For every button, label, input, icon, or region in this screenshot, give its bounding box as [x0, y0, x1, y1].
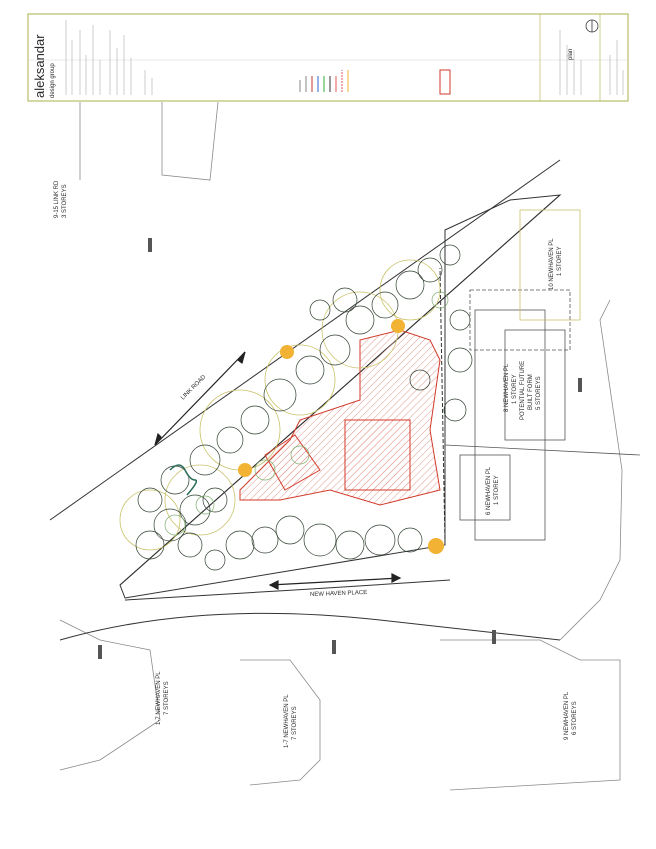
tree-canopy	[335, 530, 365, 560]
new-haven-place-label: NEW HAVEN PLACE	[310, 590, 367, 598]
retained-tree	[195, 495, 215, 515]
tree-canopy	[216, 426, 244, 454]
tree-canopy	[251, 526, 279, 554]
newhaven-1-7b-name: 1-7 NEWHAVEN PL	[284, 694, 290, 748]
newhaven-6-name: 6 NEWHAVEN PL	[486, 466, 492, 515]
newhaven-6-storeys: 1 STOREY	[494, 475, 500, 505]
tree-canopy	[275, 515, 305, 545]
legend	[299, 69, 451, 95]
newhaven-10-name: 10 NEWHAVEN PL	[549, 238, 555, 290]
potential-line2: BUILT FORM	[528, 374, 534, 410]
tree-canopy	[225, 530, 255, 560]
link-rd-storeys: 3 STOREYS	[62, 184, 68, 218]
retained-tree	[254, 459, 276, 481]
newhaven-8-name: 8 NEWHAVEN PL	[504, 363, 510, 412]
tree-canopy	[135, 530, 165, 560]
new-haven-arrow	[268, 573, 402, 590]
neighbour-lot-outlines	[59, 101, 623, 791]
tree-canopy	[417, 257, 443, 283]
adjacent-lots	[444, 209, 641, 541]
newhaven-10-storeys: 1 STOREY	[557, 246, 563, 276]
tree-canopy	[189, 444, 221, 476]
tree-canopy	[395, 270, 425, 300]
tree-canopy	[332, 287, 358, 313]
link-road-label: LINK ROAD	[180, 374, 208, 402]
tree-canopy	[345, 305, 375, 335]
tree-canopy	[447, 347, 473, 373]
tree-canopy	[371, 291, 399, 319]
tree-canopy	[443, 398, 467, 422]
retained-tree	[290, 445, 310, 465]
retained-trees	[164, 291, 449, 536]
highlight-trees	[238, 319, 444, 554]
tree-canopy	[295, 355, 325, 385]
tree-canopy	[240, 405, 270, 435]
landscape-path	[169, 464, 198, 496]
tree-canopy	[303, 523, 337, 557]
tree-canopy	[263, 378, 297, 412]
sheet-label: plan	[568, 49, 574, 60]
newhaven-9-storeys: 6 STOREYS	[572, 701, 578, 735]
tree-canopy	[177, 532, 203, 558]
potential-line1: POTENTIAL FUTURE	[520, 361, 526, 420]
link-road-arrow	[154, 351, 246, 446]
tree-canopy	[153, 508, 187, 542]
site-boundary	[119, 194, 562, 599]
firm-subtitle: design group	[50, 63, 56, 98]
tree-canopy	[202, 487, 228, 513]
tree-canopy	[179, 494, 211, 526]
tree-canopies	[135, 244, 473, 571]
neighbour-labels: 9-15 LINK RD 3 STOREYS 10 NEWHAVEN PL 1 …	[54, 180, 578, 748]
tree-canopy	[319, 334, 351, 366]
tree-canopy	[449, 309, 471, 331]
proposed-building	[239, 329, 441, 506]
newhaven-1-7b-storeys: 7 STOREYS	[292, 706, 298, 740]
small-tags	[98, 238, 582, 659]
tree-canopy	[397, 527, 423, 553]
newhaven-9-name: 9 NEWHAVEN PL	[564, 691, 570, 740]
title-block: aleksandar design group	[27, 13, 629, 102]
link-rd-name: 9-15 LINK RD	[54, 180, 60, 218]
tree-canopy	[364, 524, 396, 556]
tree-canopy	[137, 487, 163, 513]
tree-canopy	[309, 299, 331, 321]
firm-name: aleksandar	[32, 34, 47, 98]
newhaven-1-7a-storeys: 7 STOREYS	[164, 681, 170, 715]
tree-canopy	[204, 549, 226, 571]
tree-canopy	[439, 244, 461, 266]
potential-line3: 5 STOREYS	[536, 376, 542, 410]
newhaven-1-7a-name: 1-7 NEWHAVEN PL	[156, 671, 162, 725]
retained-tree	[431, 291, 449, 309]
newhaven-8-storeys: 1 STOREY	[512, 374, 518, 404]
tree-canopy	[409, 369, 431, 391]
retained-tree	[164, 514, 186, 536]
